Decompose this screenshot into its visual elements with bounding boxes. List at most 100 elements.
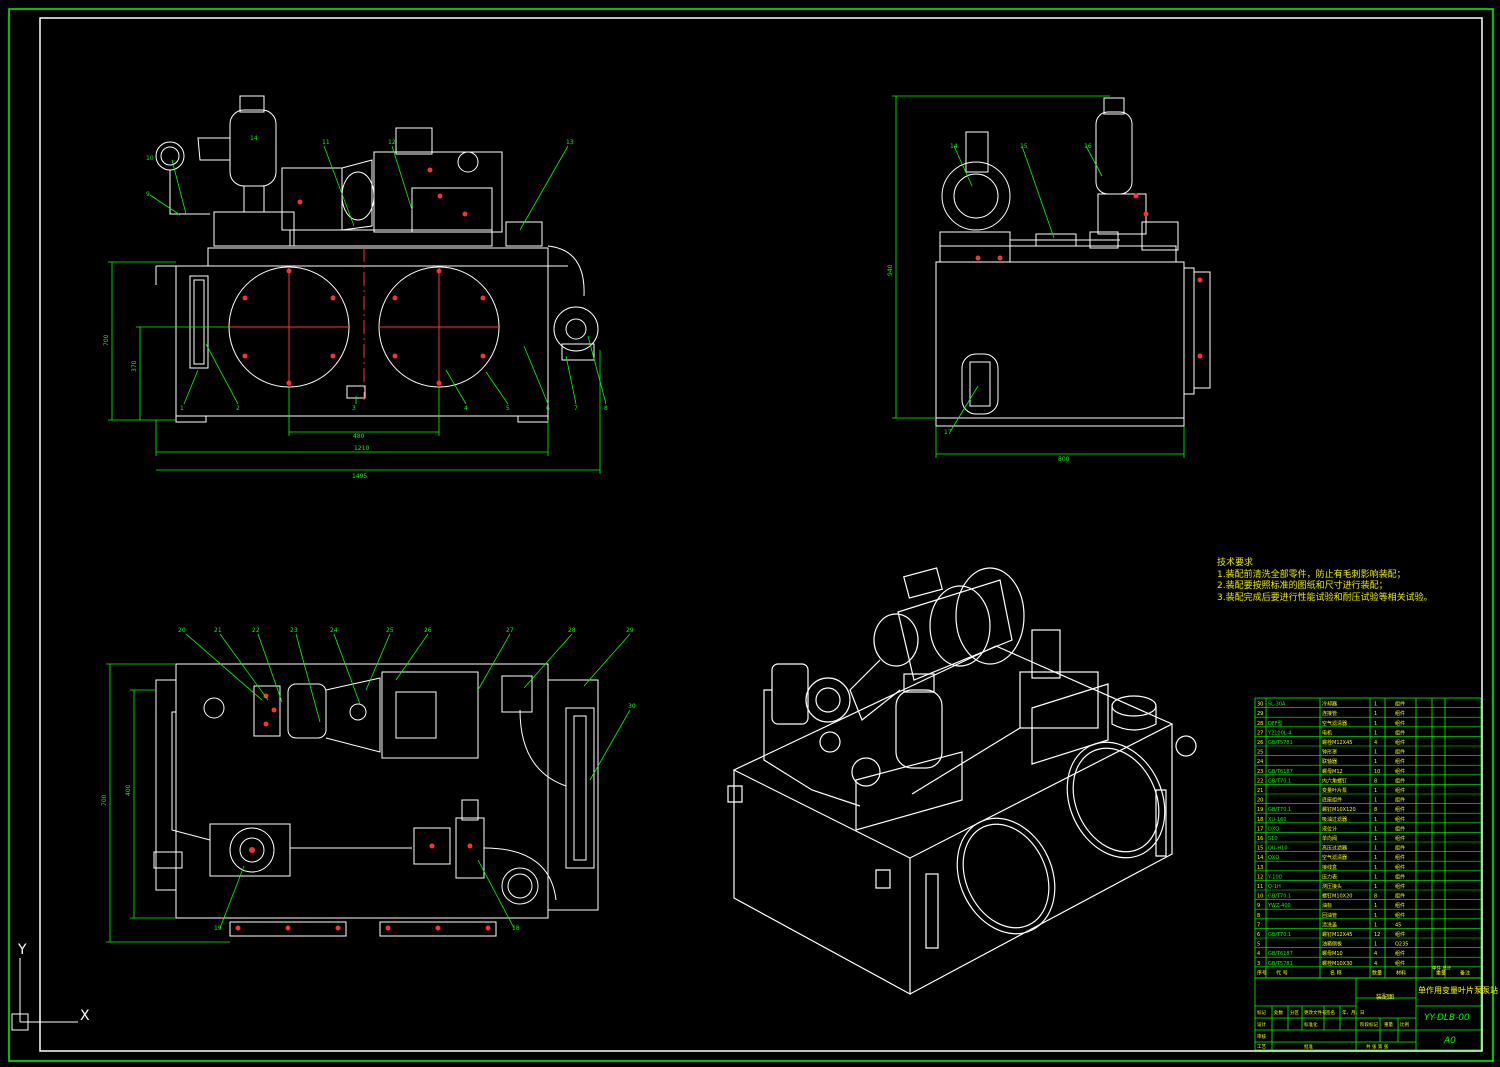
bom-cell-mat: 组件 [1395, 883, 1405, 890]
bom-cell-qty: 4 [1374, 740, 1377, 746]
inner-border [39, 17, 1483, 1052]
front-balloon: 2 [236, 405, 240, 412]
bom-cell-qty: 1 [1374, 884, 1377, 890]
top-balloon: 26 [424, 627, 432, 634]
bom-cell-mat: 组件 [1395, 825, 1405, 832]
front-balloon: 3 [352, 405, 356, 412]
tb-label-sign: 签名 [1326, 1009, 1335, 1016]
bom-cell-no: 20 [1257, 798, 1263, 804]
bom-cell-mat: 组件 [1395, 816, 1405, 823]
bom-cell-no: 4 [1257, 951, 1260, 957]
bom-cell-name: 空气滤清器 [1322, 854, 1347, 861]
title-block-text: 单作用变量叶片泵泵站 YY-DLB-00 A0 装配图 标记 处数 分区 更改文… [1257, 985, 1498, 1050]
side-balloon: 16 [1084, 143, 1092, 150]
isometric-view [727, 567, 1197, 996]
bom-cell-mat: 组件 [1395, 864, 1405, 871]
bom-cell-mat: 组件 [1395, 806, 1405, 813]
bom-cell-qty: 1 [1374, 922, 1377, 928]
ucs-y-label: Y [17, 942, 27, 958]
bom-header-no: 序号 [1257, 969, 1267, 976]
front-view [155, 95, 599, 423]
bom-cell-code: S10 [1268, 836, 1278, 842]
bom-cell-mat: 组件 [1395, 845, 1405, 852]
bom-cell-qty: 8 [1374, 894, 1377, 900]
bom-cell-name: 单向阀 [1322, 835, 1337, 842]
top-balloon: 19 [214, 925, 222, 932]
bom-cell-name: 冷却器 [1322, 701, 1337, 708]
front-centerlines [229, 248, 499, 400]
bom-cell-qty: 12 [1374, 932, 1380, 938]
bom-cell-code: QU-H10 [1268, 846, 1288, 852]
top-balloon: 25 [386, 627, 394, 634]
bom-cell-no: 18 [1257, 817, 1263, 823]
bom-cell-name: 连接管 [1322, 710, 1337, 717]
bom-cell-name: 回油管 [1322, 912, 1337, 919]
bom-cell-mat: 组件 [1395, 720, 1405, 727]
bom-cell-name: 螺钉M10X20 [1322, 893, 1352, 900]
tech-req-item-2: 2.装配要按照标准的图纸和尺寸进行装配； [1217, 581, 1388, 591]
bom-cell-mat: 组件 [1395, 931, 1405, 938]
tb-label-date: 年、月、日 [1342, 1009, 1365, 1016]
top-balloon: 24 [330, 627, 338, 634]
bom-cell-qty: 1 [1374, 702, 1377, 708]
bom-cell-no: 21 [1257, 788, 1263, 794]
bom-cell-mat: 组件 [1395, 749, 1405, 756]
front-balloon: 5 [506, 405, 510, 412]
tech-req-item-3: 3.装配完成后要进行性能试验和耐压试验等相关试验。 [1217, 592, 1433, 603]
bom-header-qty: 数量 [1372, 969, 1382, 976]
bom-header-name: 名 称 [1330, 969, 1342, 976]
tb-label-review: 审核 [1257, 1033, 1266, 1040]
bom-cell-code: YWZ-400 [1267, 903, 1291, 909]
bom-cell-code: GB/T70.1 [1268, 807, 1291, 813]
side-dim-text: 940 800 [887, 264, 1070, 463]
bom-cell-qty: 1 [1374, 846, 1377, 852]
side-balloon: 17 [944, 429, 952, 436]
bom-cell-name: 底座组件 [1322, 797, 1342, 804]
bom-cell-no: 16 [1257, 836, 1263, 842]
bom-cell-code: GB/T6187 [1268, 951, 1293, 957]
top-balloon: 20 [178, 627, 186, 634]
bom-cell-no: 30 [1257, 702, 1263, 708]
bom-cell-code: GB/T5781 [1268, 740, 1293, 746]
front-balloon: 6 [546, 405, 550, 412]
bom-cell-mat: 组件 [1395, 758, 1405, 765]
bom-cell-name: 联轴器 [1322, 758, 1337, 765]
bom-cell-name: 接线盒 [1322, 864, 1337, 871]
bom-cell-name: 螺栓M12X45 [1322, 739, 1352, 746]
bom-cell-name: 螺栓M10X30 [1322, 960, 1352, 967]
tb-label-process: 工艺 [1257, 1044, 1266, 1050]
sheet-size: A0 [1443, 1036, 1456, 1046]
side-dimensions [892, 95, 1185, 458]
bom-cell-no: 26 [1257, 740, 1263, 746]
side-bolts [975, 193, 1203, 359]
bom-cell-code: DXQ [1268, 826, 1279, 832]
bom-cell-no: 7 [1257, 922, 1260, 928]
front-balloon: 8 [604, 405, 608, 412]
bom-cell-mat: 组件 [1395, 912, 1405, 919]
top-balloon: 21 [214, 627, 222, 634]
bom-cell-code: QXQ [1268, 855, 1279, 861]
outer-border [8, 8, 1494, 1062]
bom-cell-no: 22 [1257, 778, 1263, 784]
tb-label-weight: 重量 [1384, 1021, 1393, 1028]
bom-header-weight2: 重量 [1436, 969, 1446, 976]
bom-header-weight: 单件 总计 [1432, 964, 1452, 971]
tb-label-change: 更改文件号 [1304, 1009, 1327, 1016]
bom-cell-qty: 1 [1374, 855, 1377, 861]
bom-cell-mat: 组件 [1395, 777, 1405, 784]
bom-cell-code: GB/T70.1 [1268, 932, 1291, 938]
bom-cell-no: 24 [1257, 759, 1263, 765]
front-balloon: 1 [180, 405, 184, 412]
dim-side-height: 940 [887, 264, 894, 276]
front-balloon: 4 [464, 405, 468, 412]
bom-header-code: 代 号 [1276, 969, 1288, 976]
bom-cell-qty: 1 [1374, 874, 1377, 880]
bom-cell-name: 变量叶片泵 [1322, 787, 1347, 794]
bom-cell-mat: 组件 [1395, 768, 1405, 775]
bom-cell-no: 14 [1257, 855, 1263, 861]
bom-cell-no: 25 [1257, 750, 1263, 756]
bom-cell-code: DFF型 [1268, 720, 1283, 727]
